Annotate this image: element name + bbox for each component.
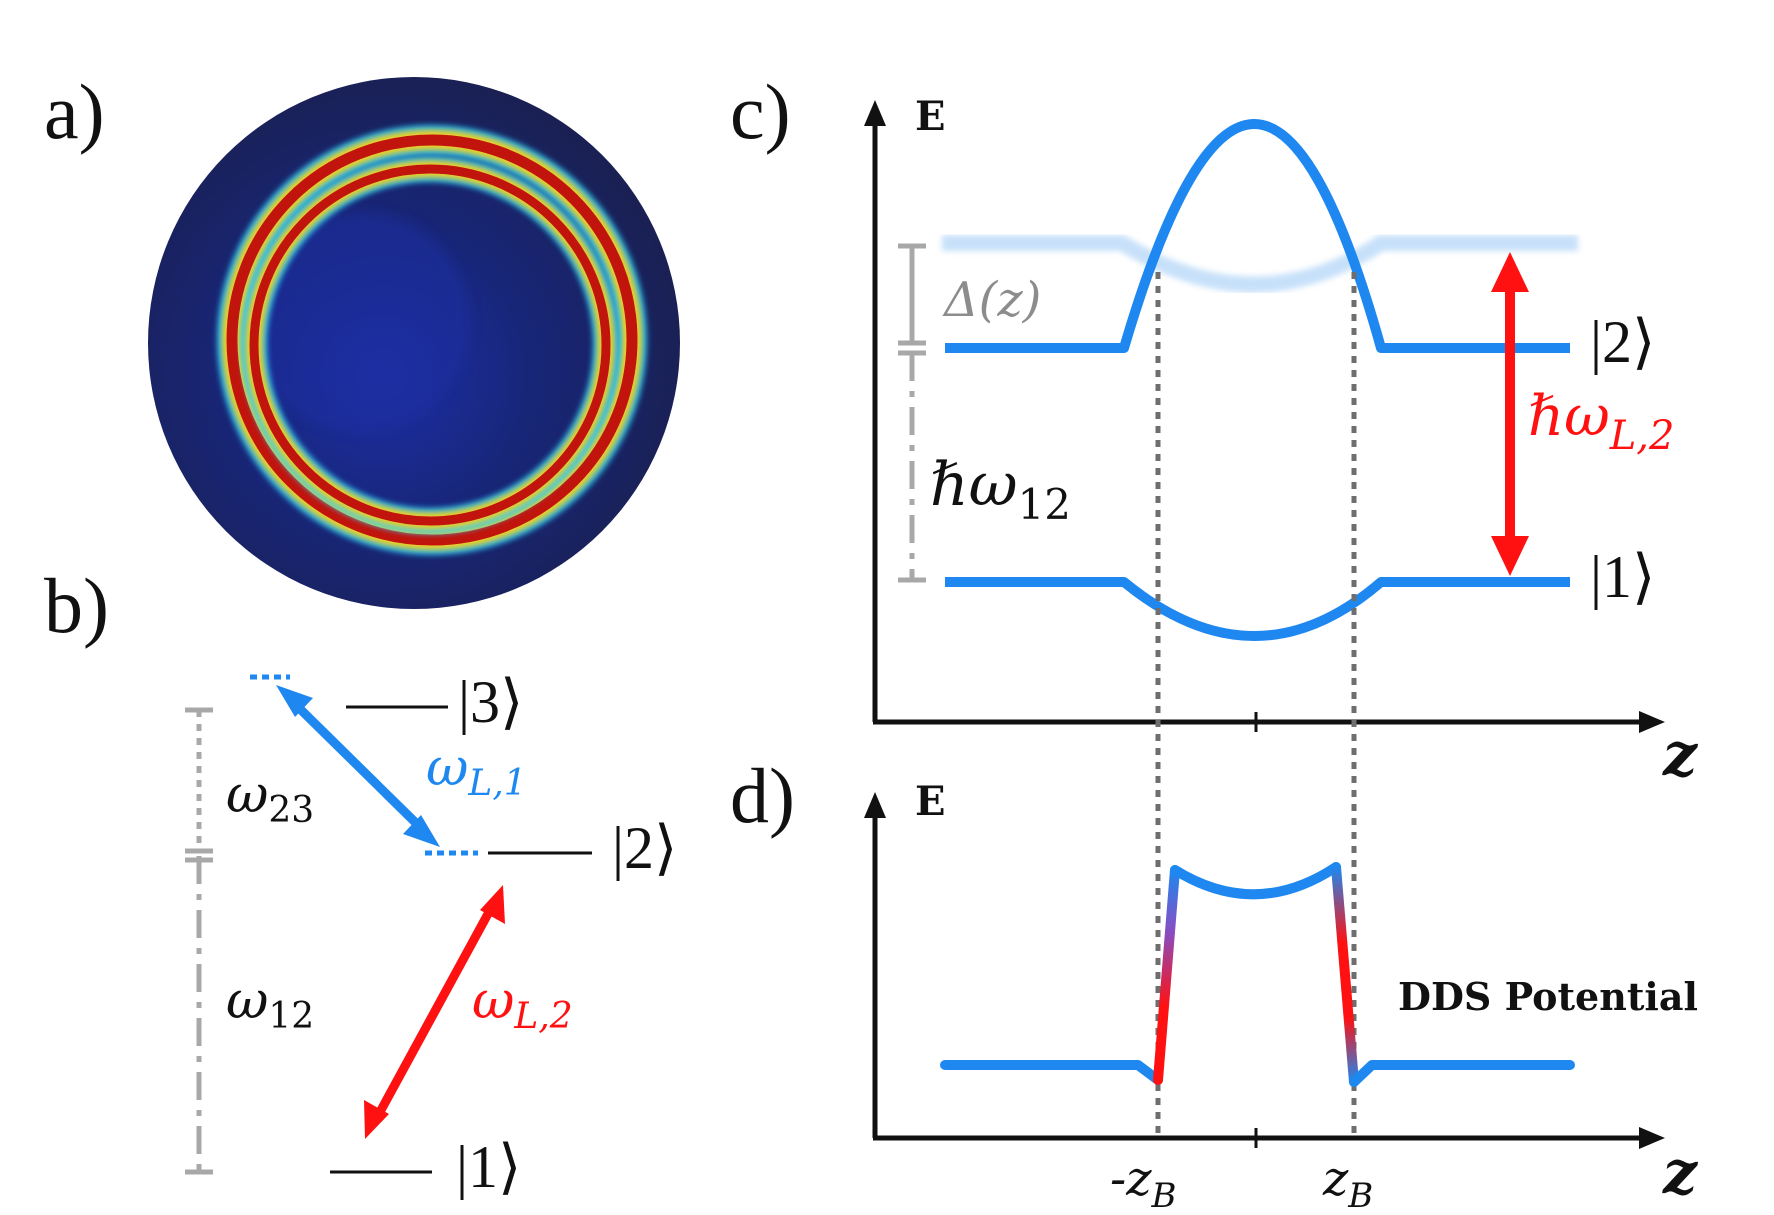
delta-bracket bbox=[898, 243, 926, 346]
panel-c-level-1-label: |1⟩ bbox=[1590, 544, 1655, 610]
level-3-label: |3⟩ bbox=[458, 669, 523, 735]
panel-d-label: d) bbox=[730, 752, 795, 839]
panel-c-level-2-label: |2⟩ bbox=[1590, 309, 1655, 375]
omega-L2-label: ωL,2 bbox=[472, 971, 573, 1037]
omega-L1-label: ωL,1 bbox=[426, 738, 527, 804]
omega23-bracket bbox=[185, 707, 213, 850]
panel-c-label: c) bbox=[730, 68, 791, 155]
level-2-label: |2⟩ bbox=[612, 815, 677, 881]
panel-d-y-title: E bbox=[915, 778, 946, 825]
panel-d-x-title: z bbox=[1662, 1138, 1699, 1208]
omega12-bracket bbox=[185, 848, 213, 1175]
panel-c-y-title: E bbox=[915, 93, 946, 140]
panel-d-axes bbox=[864, 792, 1665, 1149]
delta-label: Δ(z) bbox=[942, 272, 1041, 328]
laser-1-arrow bbox=[276, 685, 440, 847]
hbar-omegaL2-label: ℏωL,2 bbox=[1528, 384, 1674, 459]
panel-c-x-title: z bbox=[1662, 720, 1699, 790]
tick-label-neg-zB: -zB bbox=[1110, 1151, 1177, 1215]
level-1-curve bbox=[945, 577, 1570, 641]
ring-density-image bbox=[148, 77, 680, 609]
hbar-omega12-label: ℏω12 bbox=[930, 450, 1071, 529]
laser-2-arrow bbox=[364, 885, 505, 1139]
level-2-curve bbox=[945, 119, 1570, 353]
dds-potential-label: DDS Potential bbox=[1398, 974, 1698, 1019]
panel-a-label: a) bbox=[44, 68, 105, 155]
omega-12-label: ω12 bbox=[226, 971, 314, 1037]
dressed-state-faded-curve bbox=[942, 235, 1578, 293]
laser-L2-double-arrow bbox=[1491, 252, 1529, 576]
tick-label-pos-zB: zB bbox=[1322, 1151, 1373, 1215]
panel-c-axes bbox=[864, 100, 1665, 733]
level-1-label: |1⟩ bbox=[456, 1134, 521, 1200]
panel-b-label: b) bbox=[44, 562, 109, 649]
hbar-omega12-bracket bbox=[898, 350, 926, 583]
dds-potential-curve bbox=[940, 862, 1575, 1087]
omega-23-label: ω23 bbox=[226, 765, 314, 831]
